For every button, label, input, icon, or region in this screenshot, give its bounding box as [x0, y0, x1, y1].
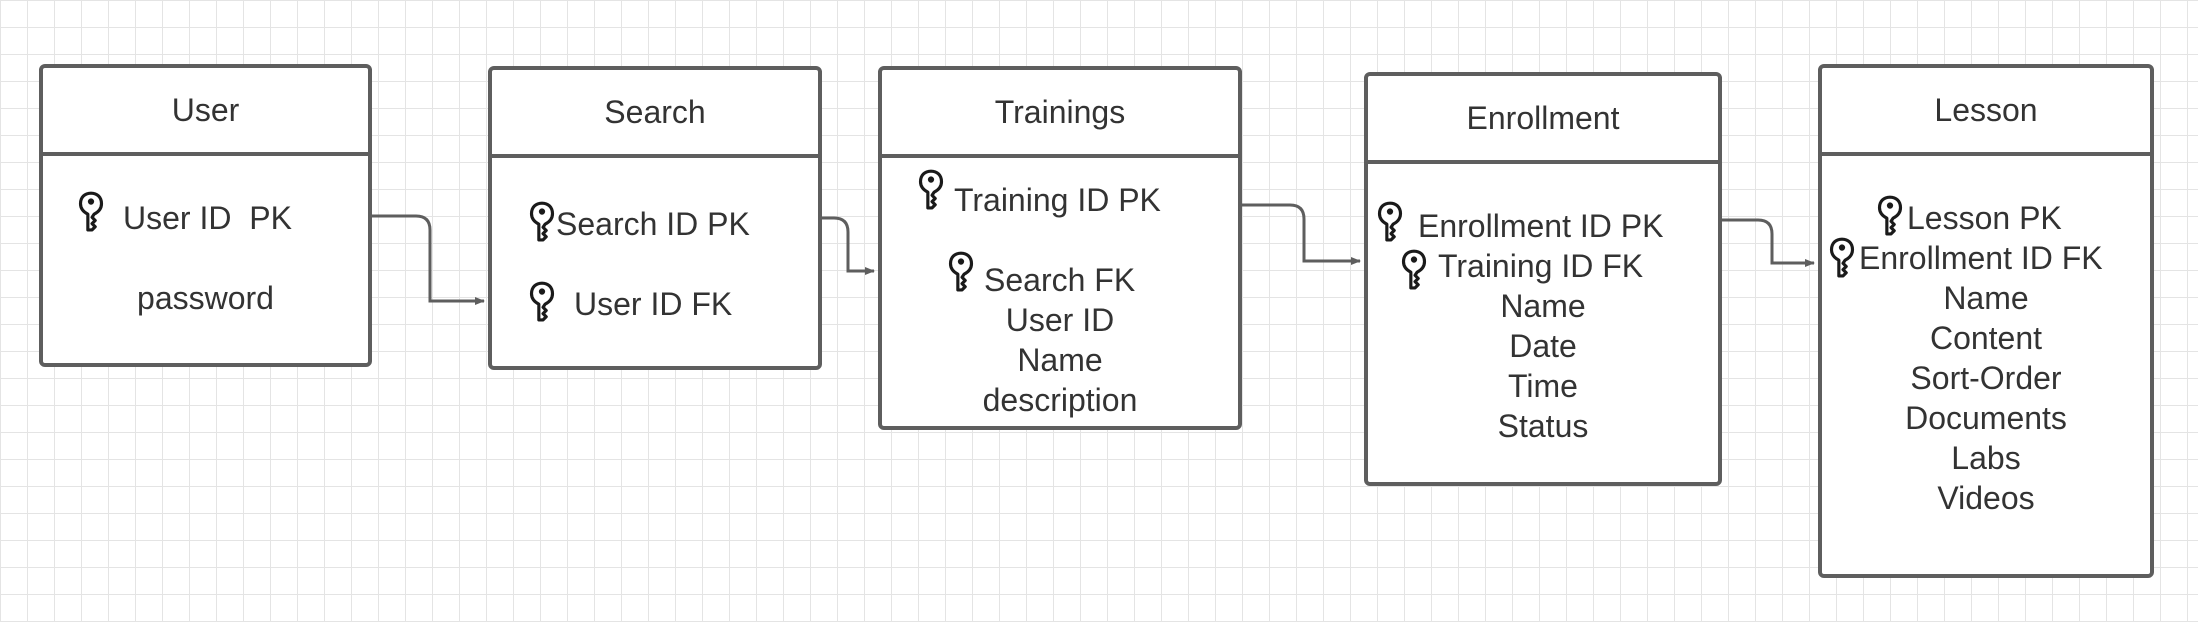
- key-icon: [1401, 248, 1427, 290]
- key-icon: [78, 190, 104, 232]
- field-enrollment-id-fk: Enrollment ID FK: [1859, 240, 2103, 276]
- field-password: password: [137, 280, 274, 316]
- entity-title: Enrollment: [1368, 76, 1718, 164]
- entity-title: User: [43, 68, 368, 156]
- key-icon: [1377, 200, 1403, 242]
- field-labs: Labs: [1951, 440, 2021, 476]
- field-lesson-pk: Lesson PK: [1907, 200, 2062, 236]
- key-icon: [529, 280, 555, 322]
- connector-trainings-enrollment: [1242, 203, 1361, 265]
- entity-search[interactable]: Search Search ID PK User ID FK: [488, 66, 822, 370]
- key-icon: [1829, 236, 1855, 278]
- field-training-id-fk: Training ID FK: [1438, 248, 1644, 284]
- entity-title: Lesson: [1822, 68, 2150, 156]
- entity-title: Search: [492, 70, 818, 158]
- field-enrollment-id-pk: Enrollment ID PK: [1418, 208, 1664, 244]
- field-sort-order: Sort-Order: [1910, 360, 2062, 396]
- key-icon: [948, 250, 974, 292]
- entity-lesson[interactable]: Lesson Lesson PK Enrollment ID FK Name C…: [1818, 64, 2154, 578]
- field-name: Name: [1943, 280, 2029, 316]
- entity-user[interactable]: User User ID PK password: [39, 64, 372, 367]
- connector-search-trainings: [822, 216, 875, 275]
- entity-title: Trainings: [882, 70, 1238, 158]
- field-user-id-pk: User ID PK: [123, 200, 292, 236]
- field-date: Date: [1509, 328, 1577, 364]
- field-user-id-fk: User ID FK: [574, 286, 733, 322]
- field-status: Status: [1497, 408, 1589, 444]
- field-name: Name: [1017, 342, 1103, 378]
- field-user-id: User ID: [1005, 302, 1115, 338]
- key-icon: [529, 200, 555, 242]
- key-icon: [918, 168, 944, 210]
- key-icon: [1877, 194, 1903, 236]
- connector-user-search: [372, 214, 485, 305]
- connector-enrollment-lesson: [1722, 218, 1815, 267]
- field-search-id-pk: Search ID PK: [556, 206, 750, 242]
- field-content: Content: [1929, 320, 2043, 356]
- field-name: Name: [1500, 288, 1586, 324]
- field-training-id-pk: Training ID PK: [954, 182, 1161, 218]
- field-search-fk: Search FK: [984, 262, 1136, 298]
- entity-enrollment[interactable]: Enrollment Enrollment ID PK Training ID …: [1364, 72, 1722, 486]
- field-description: description: [982, 382, 1138, 418]
- field-documents: Documents: [1905, 400, 2067, 436]
- entity-trainings[interactable]: Trainings Training ID PK Search FK User …: [878, 66, 1242, 430]
- field-time: Time: [1508, 368, 1578, 404]
- field-videos: Videos: [1937, 480, 2035, 516]
